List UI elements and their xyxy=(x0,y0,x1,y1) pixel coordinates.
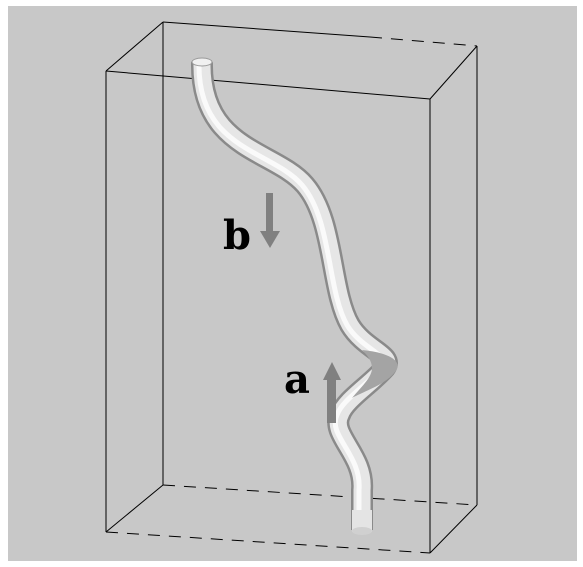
label-b: b xyxy=(223,212,251,259)
box-edge-front-bottom-dashed xyxy=(105,531,431,554)
box-edge-bottom-right-depth xyxy=(429,504,478,554)
tube-bulge xyxy=(352,350,398,398)
box-edge-top-right-depth xyxy=(429,45,478,100)
tube-top-cap xyxy=(191,57,213,67)
box-edge-top-left-depth xyxy=(105,21,164,72)
box-edge-back-bottom-dashed xyxy=(162,484,478,506)
wireframe-box xyxy=(105,21,478,554)
label-a: a xyxy=(284,356,310,403)
box-edge-back-top-dashed xyxy=(369,36,478,47)
arrow-a-up xyxy=(323,362,341,423)
box-edge-front-top xyxy=(105,70,431,100)
box-edge-bottom-left-depth xyxy=(105,484,164,533)
diagram-canvas xyxy=(8,6,577,561)
tube-body xyxy=(193,61,396,530)
tube-bottom-cap xyxy=(352,527,372,535)
box-edge-back-top xyxy=(162,21,371,38)
tube xyxy=(190,57,398,535)
arrow-b-down xyxy=(260,193,280,248)
tube-bottom-end xyxy=(352,510,372,532)
